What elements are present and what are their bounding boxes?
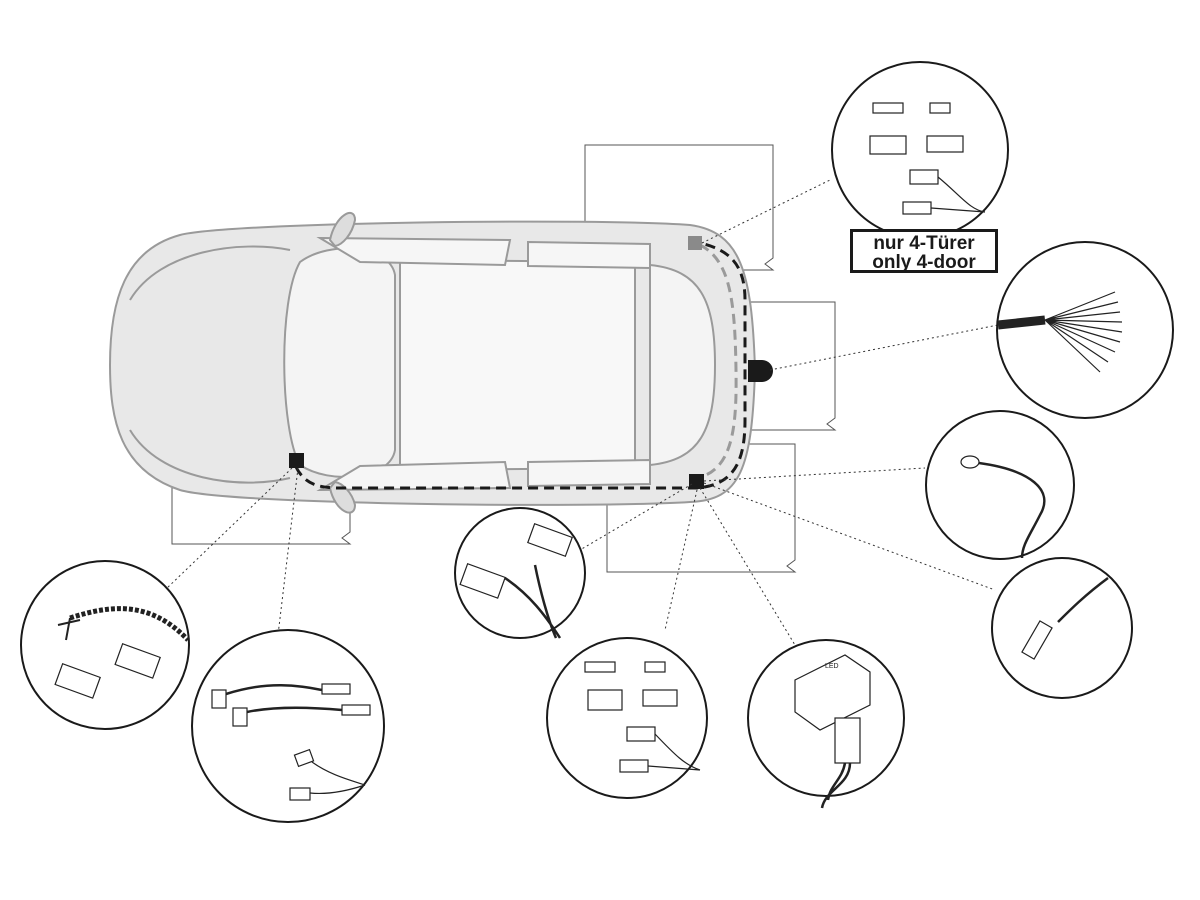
windshield	[283, 247, 396, 478]
circle-single-terminal	[991, 557, 1133, 699]
circle-cable-ties	[20, 560, 190, 730]
note-line-english: only 4-door	[872, 252, 976, 273]
led-module: LED	[794, 654, 871, 809]
socket-connector	[748, 360, 773, 382]
circle-connectors	[546, 637, 708, 799]
wire-bundle	[997, 291, 1123, 373]
clips-and-wire	[459, 522, 573, 639]
module-front	[289, 453, 304, 468]
circle-fuse-leads	[191, 629, 385, 823]
circle-ground-eyelet	[925, 410, 1075, 560]
car-top-view	[108, 212, 757, 514]
harness-grey	[696, 243, 738, 480]
mirror-top	[328, 212, 357, 248]
roof	[399, 258, 636, 472]
side-window-bottom-rear	[527, 458, 651, 488]
side-window-top-rear	[527, 240, 651, 270]
side-window-bottom-front	[316, 460, 512, 492]
module-grey-4door	[688, 236, 702, 250]
connector-set-top	[869, 102, 986, 215]
wiring-harness	[294, 241, 747, 490]
cable-ties	[54, 606, 190, 699]
single-terminal	[1021, 576, 1109, 660]
mirror-bottom	[328, 480, 357, 514]
circle-wire-bundle	[996, 241, 1174, 419]
rear-window	[649, 263, 717, 467]
led-module-label: LED	[825, 663, 839, 670]
fuse-leads	[211, 683, 371, 801]
frame-rear-bottom	[606, 443, 797, 573]
side-window-top-front	[316, 236, 512, 267]
note-line-german: nur 4-Türer	[873, 233, 975, 254]
hood	[129, 245, 291, 484]
module-rear	[689, 474, 704, 489]
harness-main	[294, 241, 747, 490]
ground-eyelet	[960, 455, 1046, 559]
four-door-note: nur 4-Türer only 4-door	[850, 229, 998, 273]
leader-lines	[164, 179, 999, 646]
detail-circles	[20, 61, 1174, 823]
connector-set-bottom	[584, 661, 701, 773]
